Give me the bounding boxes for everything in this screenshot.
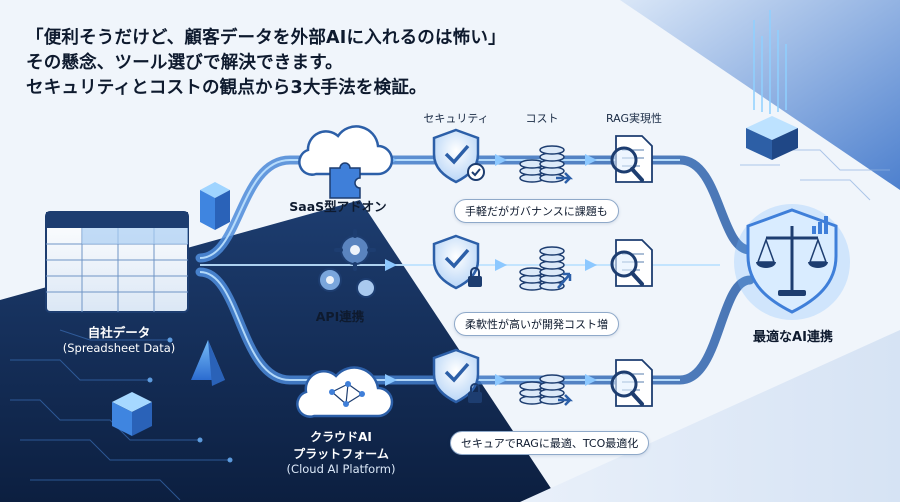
document-magnifier-icon: [610, 135, 653, 183]
server-stack-icon: [746, 10, 798, 160]
shield-lock-icon: [432, 234, 482, 290]
document-magnifier-icon: [610, 359, 653, 407]
method-label-cloud-line-3: (Cloud AI Platform): [286, 462, 396, 476]
headline: 「便利そうだけど、顧客データを外部AIに入れるのは怖い」 その懸念、ツール選びで…: [26, 26, 506, 101]
source-label: 自社データ (Spreadsheet Data): [44, 322, 194, 355]
shield-check-icon: [432, 128, 485, 184]
coin-stack-icon: [519, 145, 574, 184]
method-label-api: API連携: [315, 309, 365, 324]
coin-stack-up-icon: [519, 246, 572, 291]
note-api: 柔軟性が高いが開発コスト増: [454, 312, 619, 336]
source-title: 自社データ: [87, 325, 151, 340]
data-cube-icon: [200, 182, 230, 230]
method-label-saas: SaaS型アドオン: [289, 199, 387, 214]
balance-scale-shield-icon: [734, 204, 850, 320]
method-label-cloud-line-1: クラウドAI: [310, 430, 372, 444]
document-magnifier-icon: [610, 239, 653, 287]
headline-line-2: その懸念、ツール選びで解決できます。: [26, 53, 343, 73]
source-subtitle: (Spreadsheet Data): [62, 341, 176, 355]
headline-line-1: 「便利そうだけど、顧客データを外部AIに入れるのは怖い」: [26, 28, 506, 48]
puzzle-cloud-icon: [298, 125, 394, 199]
data-block-icon: [112, 392, 152, 436]
method-label-cloud-line-2: プラットフォーム: [293, 447, 389, 461]
ai-cloud-icon: [296, 366, 394, 418]
flow-arrows: [385, 154, 597, 386]
headline-line-3: セキュリティとコストの観点から3大手法を検証。: [26, 78, 427, 98]
data-pyramid-icon: [191, 340, 225, 386]
coin-stack-down-icon: [519, 374, 574, 406]
column-header-rag: RAG実現性: [605, 112, 663, 125]
shield-lock-secure-icon: [432, 348, 482, 404]
note-cloud: セキュアでRAGに最適、TCO最適化: [450, 431, 650, 455]
method-label-cloud: クラウドAI プラットフォーム (Cloud AI Platform): [276, 428, 406, 476]
note-saas: 手軽だがガバナンスに課題も: [454, 199, 619, 223]
column-header-security: セキュリティ: [423, 112, 489, 125]
gears-icon: [318, 229, 376, 298]
spreadsheet-icon: [45, 211, 189, 313]
column-header-cost: コスト: [525, 112, 559, 125]
destination-label: 最適なAI連携: [753, 330, 833, 345]
